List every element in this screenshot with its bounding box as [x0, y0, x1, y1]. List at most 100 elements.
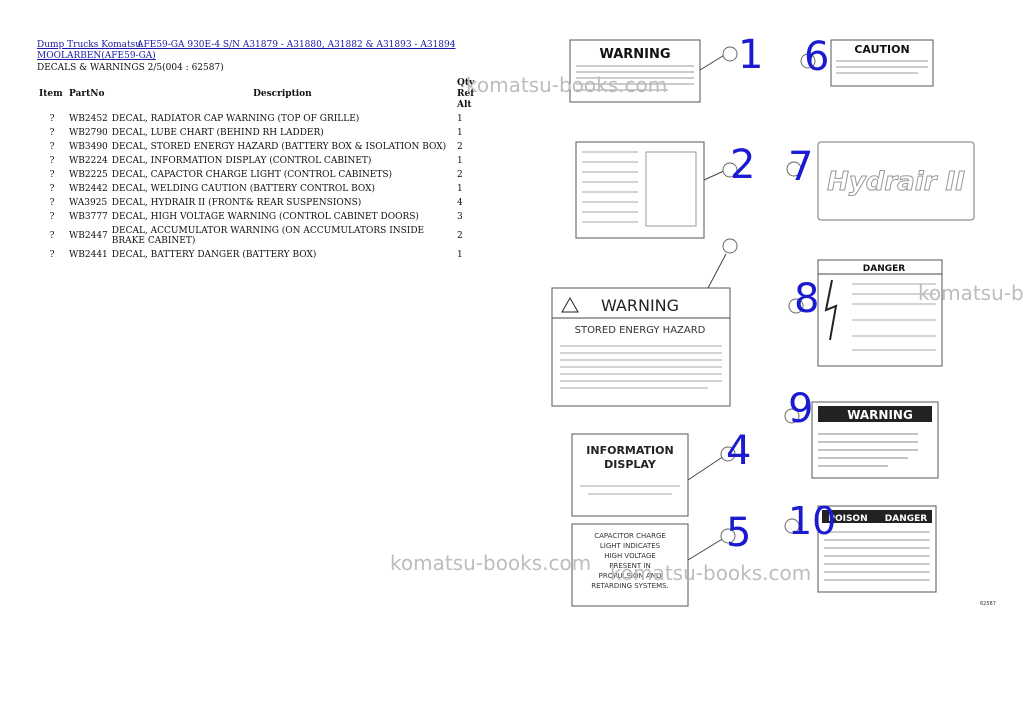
cell-description: DECAL, INFORMATION DISPLAY (CONTROL CABI…: [111, 156, 372, 166]
cell-item: ?: [49, 250, 55, 260]
cell-description: DECAL, WELDING CAUTION (BATTERY CONTROL …: [111, 184, 376, 194]
cell-partno: WA3925: [69, 198, 108, 208]
decal-3-title: WARNING: [601, 296, 679, 315]
cell-qty: 2: [457, 170, 463, 180]
decal-4-line2: DISPLAY: [604, 458, 657, 471]
cell-description: DECAL, STORED ENERGY HAZARD (BATTERY BOX…: [111, 142, 447, 152]
cell-description: DECAL, HYDRAIR II (FRONT& REAR SUSPENSIO…: [111, 198, 362, 208]
cell-item: ?: [49, 114, 55, 124]
breadcrumb-link-model[interactable]: AFE59-GA 930E-4 S/N A31879 - A31880, A31…: [137, 40, 456, 50]
callout-7: 7: [788, 144, 813, 190]
col-description: Description: [253, 89, 312, 99]
cell-description: DECAL, CAPACTOR CHARGE LIGHT (CONTROL CA…: [111, 170, 393, 180]
cell-qty: 3: [457, 212, 463, 222]
decal-1-title: WARNING: [599, 47, 670, 62]
watermark-1: komatsu-books.com: [466, 73, 668, 97]
cell-item: ?: [49, 198, 55, 208]
col-alt-label: Alt: [457, 100, 472, 110]
decal-6: CAUTION: [800, 39, 934, 87]
callout-6: 6: [804, 34, 829, 80]
cell-item: ?: [49, 128, 55, 138]
cell-qty: 1: [457, 184, 463, 194]
decal-10-title-b: DANGER: [885, 514, 928, 524]
section-title: DECALS & WARNINGS 2/5(004 : 62587): [37, 63, 224, 73]
cell-partno: WB2447: [69, 231, 108, 241]
decal-2: [575, 141, 738, 239]
watermark-4: komatsu-books.com: [610, 561, 812, 585]
decal-diagram: WARNING CAUTION Hydrair II WARN: [551, 32, 996, 607]
table-header-row: Item PartNo Description Qty Ref Alt: [37, 77, 477, 112]
cell-item: ?: [49, 184, 55, 194]
decal-6-title: CAUTION: [854, 43, 909, 56]
cell-partno: WB2442: [69, 184, 108, 194]
cell-description: DECAL, LUBE CHART (BEHIND RH LADDER): [111, 128, 324, 138]
watermark-3: komatsu-books.com: [390, 551, 592, 575]
cell-partno: WB2452: [69, 114, 108, 124]
decal-3: WARNING STORED ENERGY HAZARD: [551, 238, 738, 407]
breadcrumb-link-site[interactable]: MOOLARBEN(AFE59-GA): [37, 51, 156, 61]
figure-code: 62587: [980, 601, 996, 607]
cell-partno: WB2224: [69, 156, 108, 166]
cell-partno: WB2790: [69, 128, 108, 138]
cell-item: ?: [49, 142, 55, 152]
col-item: Item: [39, 89, 63, 99]
cell-qty: 4: [457, 198, 463, 208]
cell-partno: WB2441: [69, 250, 108, 260]
cell-item: ?: [49, 156, 55, 166]
callout-10: 10: [788, 499, 836, 543]
cell-partno: WB2225: [69, 170, 108, 180]
cell-qty: 2: [457, 142, 463, 152]
cell-description: DECAL, BATTERY DANGER (BATTERY BOX): [111, 250, 317, 260]
breadcrumb-link-category[interactable]: Dump Trucks Komatsu: [37, 40, 142, 50]
decal-10-title-a: POISON: [828, 514, 867, 524]
cap-line: LIGHT INDICATES: [600, 542, 661, 550]
cell-qty: 1: [457, 128, 463, 138]
cell-partno: WB3490: [69, 142, 108, 152]
decal-7: Hydrair II: [786, 141, 975, 221]
cell-item: ?: [49, 170, 55, 180]
decal-8: DANGER: [788, 259, 943, 367]
cell-description: DECAL, ACCUMULATOR WARNING (ON ACCUMULAT…: [111, 226, 425, 246]
decal-7-logo: Hydrair II: [827, 167, 965, 197]
decal-8-title: DANGER: [863, 264, 906, 274]
cell-qty: 2: [457, 231, 463, 241]
callout-5: 5: [726, 510, 751, 556]
parts-table: Item PartNo Description Qty Ref Alt ? WB2…: [37, 77, 477, 262]
cell-description: DECAL, HIGH VOLTAGE WARNING (CONTROL CAB…: [111, 212, 419, 222]
cap-line: RETARDING SYSTEMS.: [591, 582, 669, 590]
decal-9: WARNING: [784, 401, 939, 479]
cell-qty: 1: [457, 250, 463, 260]
callout-1: 1: [738, 32, 763, 78]
decal-3-subtitle: STORED ENERGY HAZARD: [575, 325, 706, 336]
callout-4: 4: [726, 428, 751, 474]
cell-partno: WB3777: [69, 212, 108, 222]
cap-line: PRESENT IN: [609, 562, 650, 570]
col-partno: PartNo: [69, 89, 105, 99]
cap-line: HIGH VOLTAGE: [604, 552, 656, 560]
decal-10: POISON DANGER: [784, 505, 937, 593]
decal-4-line1: INFORMATION: [586, 444, 673, 457]
cell-description: DECAL, RADIATOR CAP WARNING (TOP OF GRIL…: [111, 114, 360, 124]
cell-item: ?: [49, 212, 55, 222]
parts-panel: Dump Trucks Komatsu AFE59-GA 930E-4 S/N …: [37, 40, 477, 262]
cell-qty: 1: [457, 114, 463, 124]
callout-9: 9: [788, 386, 813, 432]
callout-2: 2: [730, 142, 755, 188]
col-qty: Qty Ref Alt: [455, 77, 477, 112]
cell-qty: 1: [457, 156, 463, 166]
col-qty-label: Qty: [457, 78, 475, 88]
callout-8: 8: [794, 276, 819, 322]
decal-9-title: WARNING: [847, 408, 913, 422]
watermark-2: komatsu-books.com: [918, 281, 1024, 305]
